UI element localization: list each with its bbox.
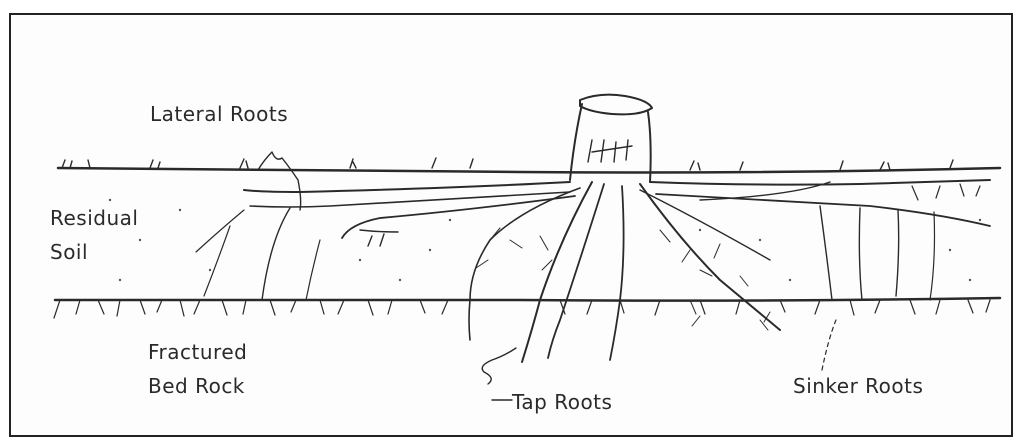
bedrock-line (55, 298, 1000, 301)
label-lateral-roots: Lateral Roots (150, 102, 288, 126)
label-residual-soil-line2: Soil (50, 240, 88, 264)
label-fractured-line1: Fractured (148, 340, 247, 364)
label-tap-roots: Tap Roots (512, 390, 612, 414)
bedrock-hatches (54, 300, 990, 318)
sinker-root (820, 206, 832, 300)
soil-speckles (109, 199, 981, 281)
label-sinker-roots: Sinker Roots (793, 374, 923, 398)
stump-outline (580, 95, 652, 115)
label-fractured-line2: Bed Rock (148, 374, 245, 398)
label-residual-soil-line1: Residual (50, 206, 138, 230)
ground-surface-line (58, 168, 1000, 173)
lateral-root (244, 182, 570, 192)
